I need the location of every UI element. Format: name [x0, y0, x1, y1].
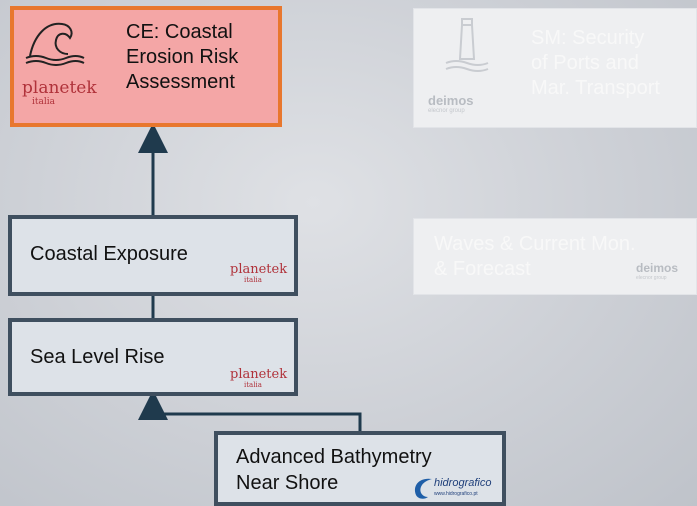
waves-current-node[interactable]: Waves & Current Mon. & Forecast deimos e…	[413, 218, 697, 295]
sm-title: SM: Security of Ports and Mar. Transport	[531, 27, 660, 99]
ce-coastal-erosion-node[interactable]: planetek italia CE: Coastal Erosion Risk…	[10, 6, 282, 127]
lighthouse-icon	[445, 18, 489, 72]
coastal-exposure-node[interactable]: Coastal Exposure planetek italia	[8, 215, 298, 296]
sea-level-rise-label: Sea Level Rise	[30, 346, 165, 368]
hidrografico-swirl-icon	[414, 478, 432, 499]
hidrografico-logo: hidrografico www.hidrografico.pt	[410, 475, 502, 503]
sm-security-ports-node[interactable]: deimos elecnor group SM: Security of Por…	[413, 8, 697, 128]
planetek-logo: planetek italia	[22, 78, 97, 108]
coastal-exposure-label: Coastal Exposure	[30, 243, 188, 265]
waves-title: Waves & Current Mon. & Forecast	[434, 233, 636, 280]
advanced-bathymetry-node[interactable]: Advanced Bathymetry Near Shore hidrograf…	[214, 431, 506, 506]
arrow-bathymetry-to-sea	[138, 390, 362, 431]
deimos-logo: deimos elecnor group	[636, 261, 679, 281]
bathymetry-title: Advanced Bathymetry Near Shore	[236, 446, 432, 494]
sea-level-rise-node[interactable]: Sea Level Rise planetek italia	[8, 318, 298, 396]
planetek-logo: planetek italia	[230, 262, 288, 284]
ce-title: CE: Coastal Erosion Risk Assessment	[126, 21, 239, 93]
wave-icon	[25, 22, 85, 66]
planetek-logo: planetek italia	[230, 367, 288, 389]
deimos-logo: deimos elecnor group	[428, 93, 474, 114]
